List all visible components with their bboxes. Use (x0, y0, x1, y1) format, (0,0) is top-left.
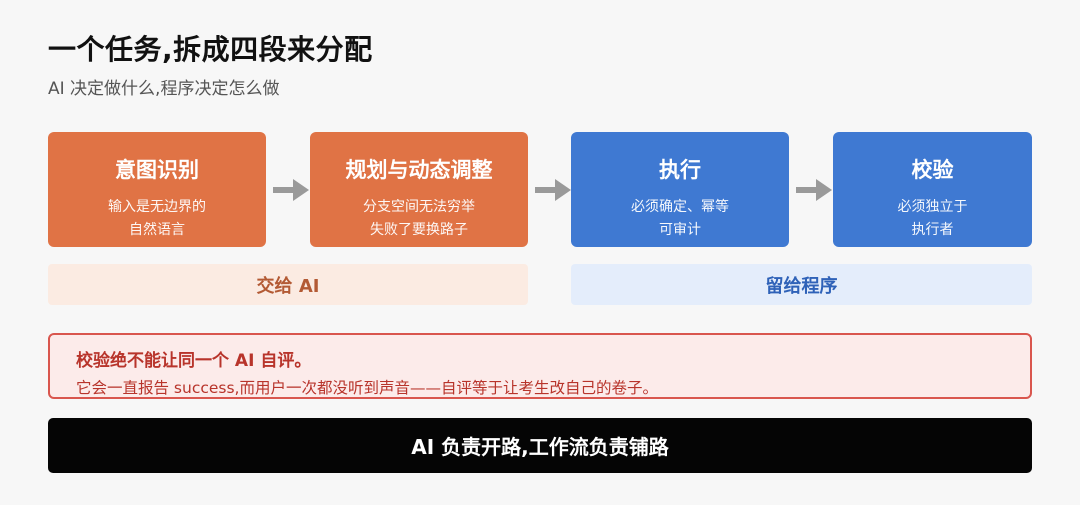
group-program-band: 留给程序 (571, 264, 1032, 305)
warning-callout: 校验绝不能让同一个 AI 自评。 它会一直报告 success,而用户一次都没听… (48, 333, 1032, 399)
footer-banner: AI 负责开路,工作流负责铺路 (48, 418, 1032, 473)
stage-title: 校验 (911, 158, 954, 182)
stage-intent-recognition: 意图识别 输入是无边界的 自然语言 (48, 132, 266, 247)
stage-title: 执行 (659, 158, 701, 182)
arrow-right-icon (535, 179, 571, 201)
stage-description: 必须独立于 执行者 (897, 199, 968, 238)
arrow-right-icon (273, 179, 309, 201)
arrow-right-icon (796, 179, 832, 201)
page-title: 一个任务,拆成四段来分配 (48, 33, 373, 66)
stage-execution: 执行 必须确定、幂等 可审计 (571, 132, 789, 247)
stage-title: 规划与动态调整 (345, 158, 493, 182)
stage-planning: 规划与动态调整 分支空间无法穷举 失败了要换路子 (310, 132, 528, 247)
warning-title: 校验绝不能让同一个 AI 自评。 (76, 351, 312, 371)
stage-description: 分支空间无法穷举 失败了要换路子 (363, 199, 475, 238)
page-subtitle: AI 决定做什么,程序决定怎么做 (48, 79, 280, 99)
stage-verification: 校验 必须独立于 执行者 (833, 132, 1032, 247)
warning-body: 它会一直报告 success,而用户一次都没听到声音——自评等于让考生改自己的卷… (76, 379, 658, 397)
stage-title: 意图识别 (115, 158, 199, 182)
stage-description: 必须确定、幂等 可审计 (631, 199, 729, 238)
group-ai-band: 交给 AI (48, 264, 528, 305)
stage-description: 输入是无边界的 自然语言 (108, 199, 206, 238)
